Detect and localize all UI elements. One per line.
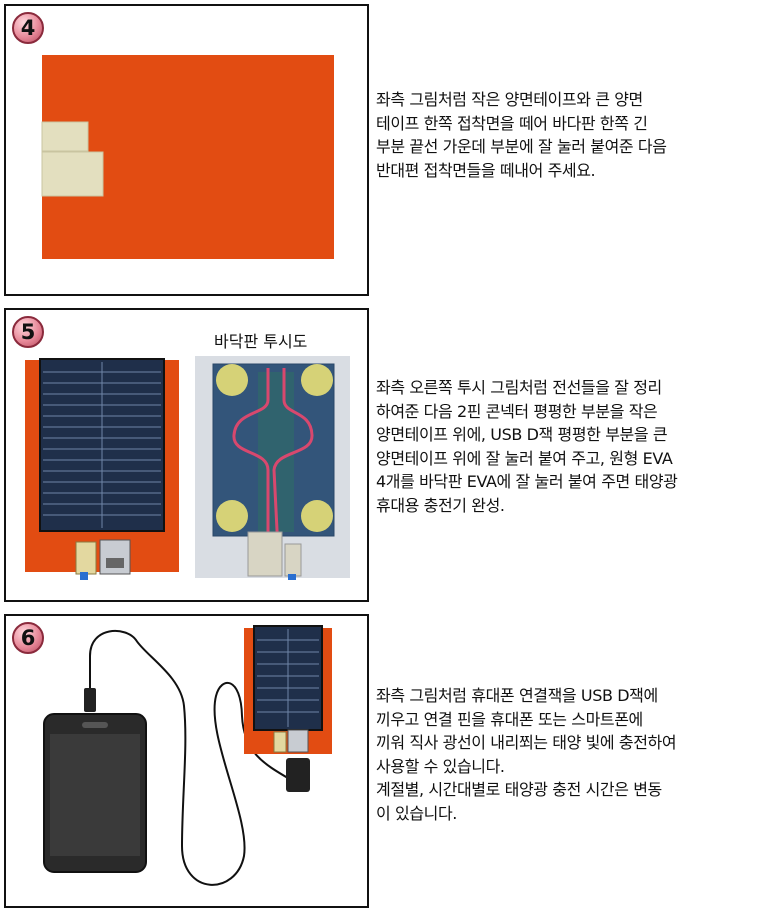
small-tape-outline [284,543,302,577]
step-number-badge: 5 [12,316,44,348]
step-6-panel: 6 [4,614,369,908]
connector-pin [288,574,296,580]
large-double-sided-tape [41,151,104,197]
usb-port [106,558,124,568]
step-5-panel: 5 바닥판 투시도 [4,308,369,602]
step-4-illustration [41,55,334,259]
smartphone-speaker [82,722,108,728]
usb-d-jack [287,729,309,753]
solar-cell-grid [43,362,161,528]
step-number-badge: 4 [12,12,44,44]
usb-d-jack [99,539,131,575]
solar-cell-grid [257,629,319,727]
two-pin-connector [75,541,97,575]
small-double-sided-tape [41,121,89,152]
step-5-illustration [25,356,350,580]
step-6-description: 좌측 그림처럼 휴대폰 연결잭을 USB D잭에 끼우고 연결 핀을 휴대폰 또… [376,686,677,823]
two-pin-connector [273,731,287,753]
large-tape-outline [247,531,283,577]
charging-cable [89,629,299,886]
step-number-badge: 6 [12,622,44,654]
eva-pad-bottom-right [301,500,333,532]
step-6-illustration [43,625,332,886]
step-4-description: 좌측 그림처럼 작은 양면테이프와 큰 양면 테이프 한쪽 접착면을 떼어 바다… [376,90,667,180]
eva-pad-bottom-left [216,500,248,532]
connector-pin [80,572,88,580]
step-4-panel: 4 [4,4,369,296]
see-through-view-caption: 바닥판 투시도 [214,332,308,351]
step-5-description: 좌측 오른쪽 투시 그림처럼 전선들을 잘 정리 하여준 다음 2핀 콘넥터 평… [376,378,678,515]
wire-red [232,368,270,550]
smartphone-screen [50,734,140,856]
wire-black [272,368,314,551]
eva-pad-top-right [301,364,333,396]
micro-usb-plug [84,688,96,712]
eva-pad-top-left [216,364,248,396]
usb-plug [286,758,310,792]
